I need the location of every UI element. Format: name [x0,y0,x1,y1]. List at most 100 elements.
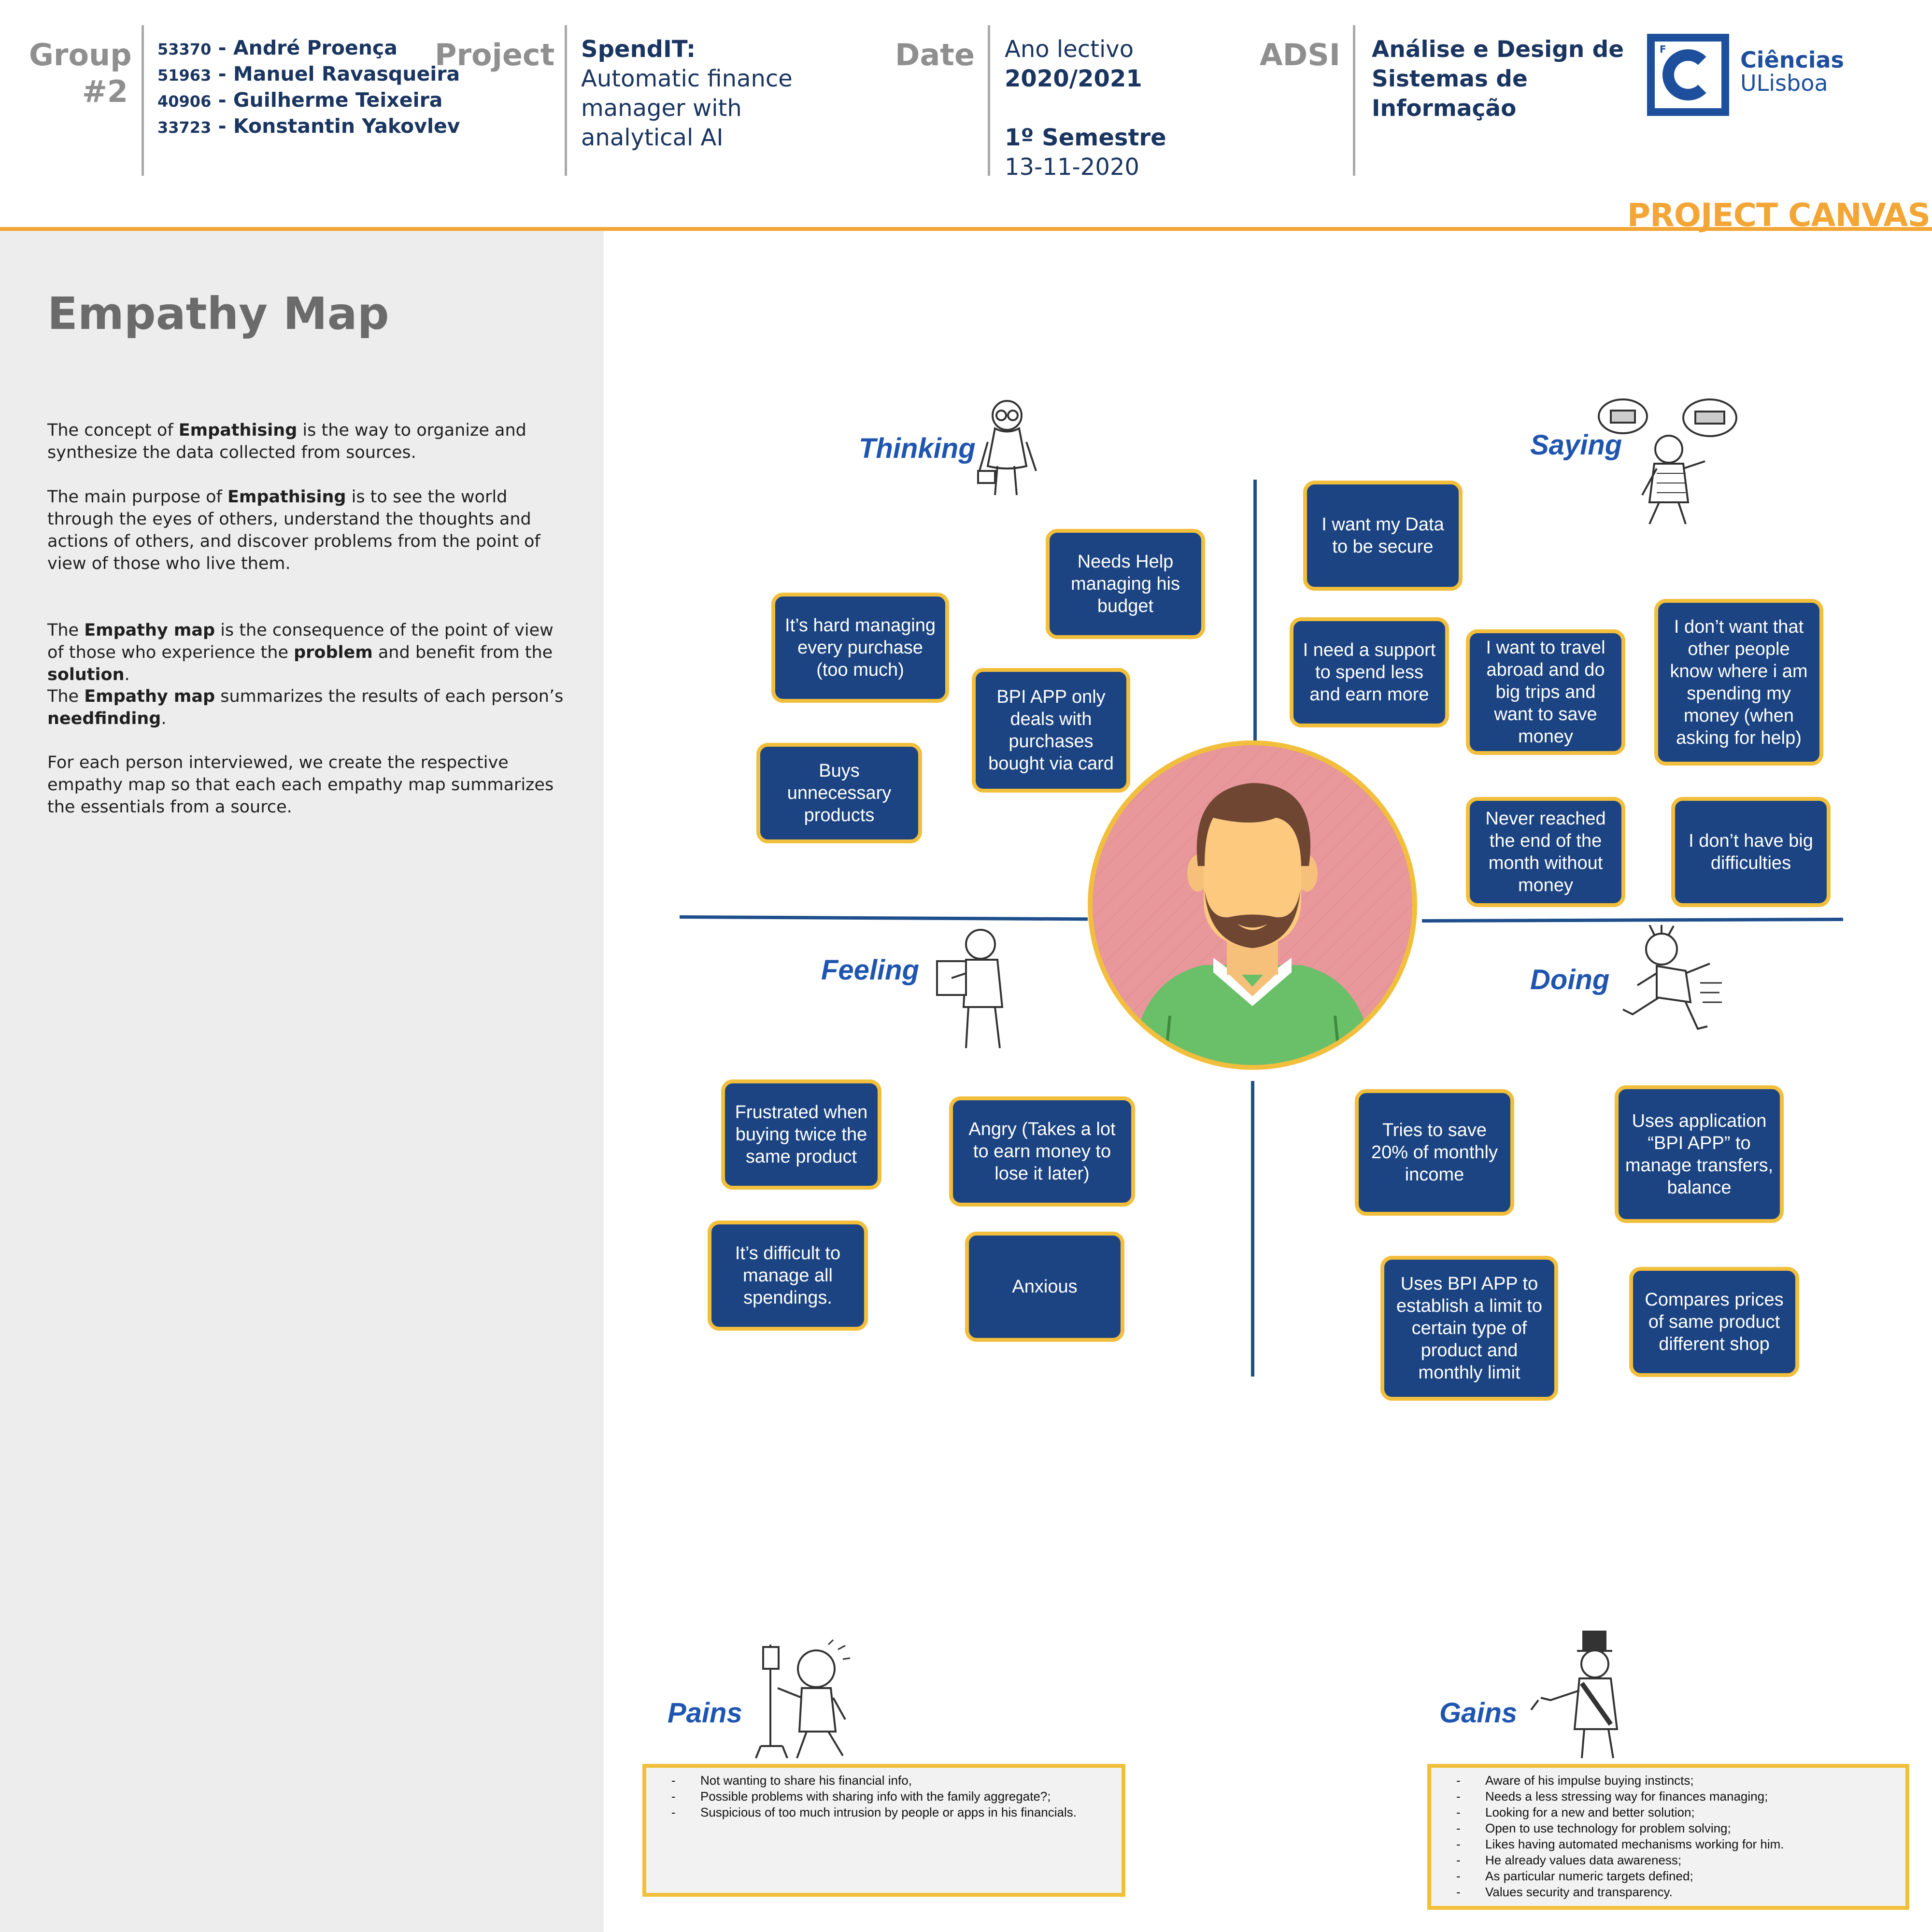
persona-avatar-icon [1088,740,1417,1070]
text-bold: Empathising [227,487,346,507]
pains-figure-icon [755,1639,851,1759]
group-number: #2 [82,74,128,109]
group-label: Group #2 [29,37,132,110]
thinking-note: Buys unnecessary products [756,743,922,843]
doing-note: Uses application “BPI APP” to manage tra… [1615,1085,1784,1223]
text: For each person interviewed, we create t… [47,753,554,817]
doing-label: Doing [1530,964,1610,995]
header-separator [988,25,990,176]
gains-item: Values security and transparency. [1456,1884,1896,1900]
member-2: 51963 - Manuel Ravasqueira [157,62,460,85]
member-name: Guilherme Teixeira [233,88,443,112]
header-separator [1353,25,1355,176]
date-info: Ano lectivo 2020/2021 1º Semestre 13-11-… [1005,35,1166,182]
member-number: 51963 [157,66,212,85]
saying-note: I want my Data to be secure [1303,481,1463,591]
feeling-note: It’s difficult to manage all spendings. [708,1221,868,1331]
header-separator [142,25,144,176]
text-bold: solution [47,665,125,684]
saying-figure-icon [1598,398,1737,525]
thinking-label: Thinking [859,433,976,464]
feeling-label: Feeling [821,954,920,986]
member-number: 33723 [157,118,212,137]
text-bold: needfinding [47,709,161,728]
project-label: Project [435,37,555,72]
gains-figure-icon [1530,1631,1619,1759]
year-label: Ano lectivo [1005,36,1134,63]
gains-item: Looking for a new and better solution; [1456,1804,1896,1820]
doing-note: Uses BPI APP to establish a limit to cer… [1380,1256,1558,1401]
member-3: 40906 - Guilherme Teixeira [157,88,443,112]
thinking-note: BPI APP only deals with purchases bought… [972,668,1130,793]
year-value: 2020/2021 [1005,65,1142,92]
gains-item: He already values data awareness; [1456,1852,1896,1868]
gains-item: As particular numeric targets defined; [1456,1868,1896,1884]
text-bold: problem [294,643,373,662]
page-title: Empathy Map [47,288,389,340]
gains-item: Open to use technology for problem solvi… [1456,1820,1896,1836]
intro-paragraph-1: The concept of Empathising is the way to… [47,419,569,464]
member-name: Konstantin Yakovlev [233,114,460,138]
doing-figure-icon [1622,925,1722,1030]
saying-label: Saying [1530,429,1622,461]
thinking-note: Needs Help managing his budget [1046,529,1205,639]
course-line: Sistemas de [1372,66,1528,92]
text: is to see the world through the eyes of … [47,487,540,573]
gains-label: Gains [1439,1697,1518,1729]
logo-letter-f: F [1660,43,1666,55]
ulisboa-logo-icon: F [1647,34,1729,116]
logo-line: ULisboa [1740,70,1828,96]
header-separator [565,25,567,176]
date-label: Date [895,37,975,72]
text: The [47,687,85,706]
semester: 1º Semestre [1005,124,1166,151]
member-4: 33723 - Konstantin Yakovlev [157,114,460,138]
project-info: SpendIT: Automatic finance manager with … [581,35,793,153]
intro-paragraph-4: The Empathy map summarizes the results o… [47,685,569,730]
axis-vertical-top [1253,480,1257,745]
intro-paragraph-3: The Empathy map is the consequence of th… [47,619,569,686]
gains-box: Aware of his impulse buying instincts; N… [1427,1764,1909,1910]
feeling-note: Frustrated when buying twice the same pr… [721,1080,881,1190]
feeling-note: Anxious [965,1232,1124,1342]
course-line: Informação [1372,95,1517,122]
text: . [161,709,167,728]
axis-horizontal-right [1421,917,1844,923]
text: summarizes the results of each person’s [215,687,564,706]
gains-item: Likes having automated mechanisms workin… [1456,1836,1896,1852]
text-bold: Empathy map [84,621,215,640]
header-divider [0,227,1932,231]
feeling-figure-icon [936,929,1004,1049]
course-name: Análise e Design de Sistemas de Informaç… [1372,35,1624,123]
saying-note: I don’t have big difficulties [1671,797,1831,907]
project-desc-line: analytical AI [581,124,724,151]
member-1: 53370 - André Proença [157,36,398,59]
pains-label: Pains [668,1697,742,1729]
left-panel: Empathy Map The concept of Empathising i… [0,231,604,1932]
member-name: Manuel Ravasqueira [233,62,460,85]
member-number: 40906 [157,92,212,111]
saying-note: Never reached the end of the month witho… [1466,797,1625,907]
feeling-note: Angry (Takes a lot to earn money to lose… [949,1096,1135,1207]
logo-letter-c [1662,49,1714,100]
intro-paragraph-2: The main purpose of Empathising is to se… [47,486,569,575]
member-number: 53370 [157,40,212,58]
project-name: SpendIT: [581,36,696,63]
project-desc-line: Automatic finance [581,65,793,92]
saying-note: I don’t want that other people know wher… [1654,599,1823,766]
header: Group #2 53370 - André Proença 51963 - M… [0,0,1932,234]
pains-box: Not wanting to share his financial info,… [642,1764,1125,1897]
pains-item: Not wanting to share his financial info, [671,1773,1112,1789]
gains-item: Aware of his impulse buying instincts; [1456,1773,1896,1789]
avatar-illustration [1093,745,1412,1065]
course-line: Análise e Design de [1372,36,1624,63]
doing-note: Compares prices of same product differen… [1629,1267,1799,1377]
text: is the consequence of the point of view … [47,621,554,662]
group-label-text: Group [29,37,132,72]
logo-text: Ciências ULisboa [1740,48,1844,95]
saying-note: I need a support to spend less and earn … [1290,617,1449,727]
doing-note: Tries to save 20% of monthly income [1355,1089,1514,1216]
text: The main purpose of [47,487,227,507]
gains-item: Needs a less stressing way for finances … [1456,1789,1896,1804]
thinking-figure-icon [977,400,1037,496]
